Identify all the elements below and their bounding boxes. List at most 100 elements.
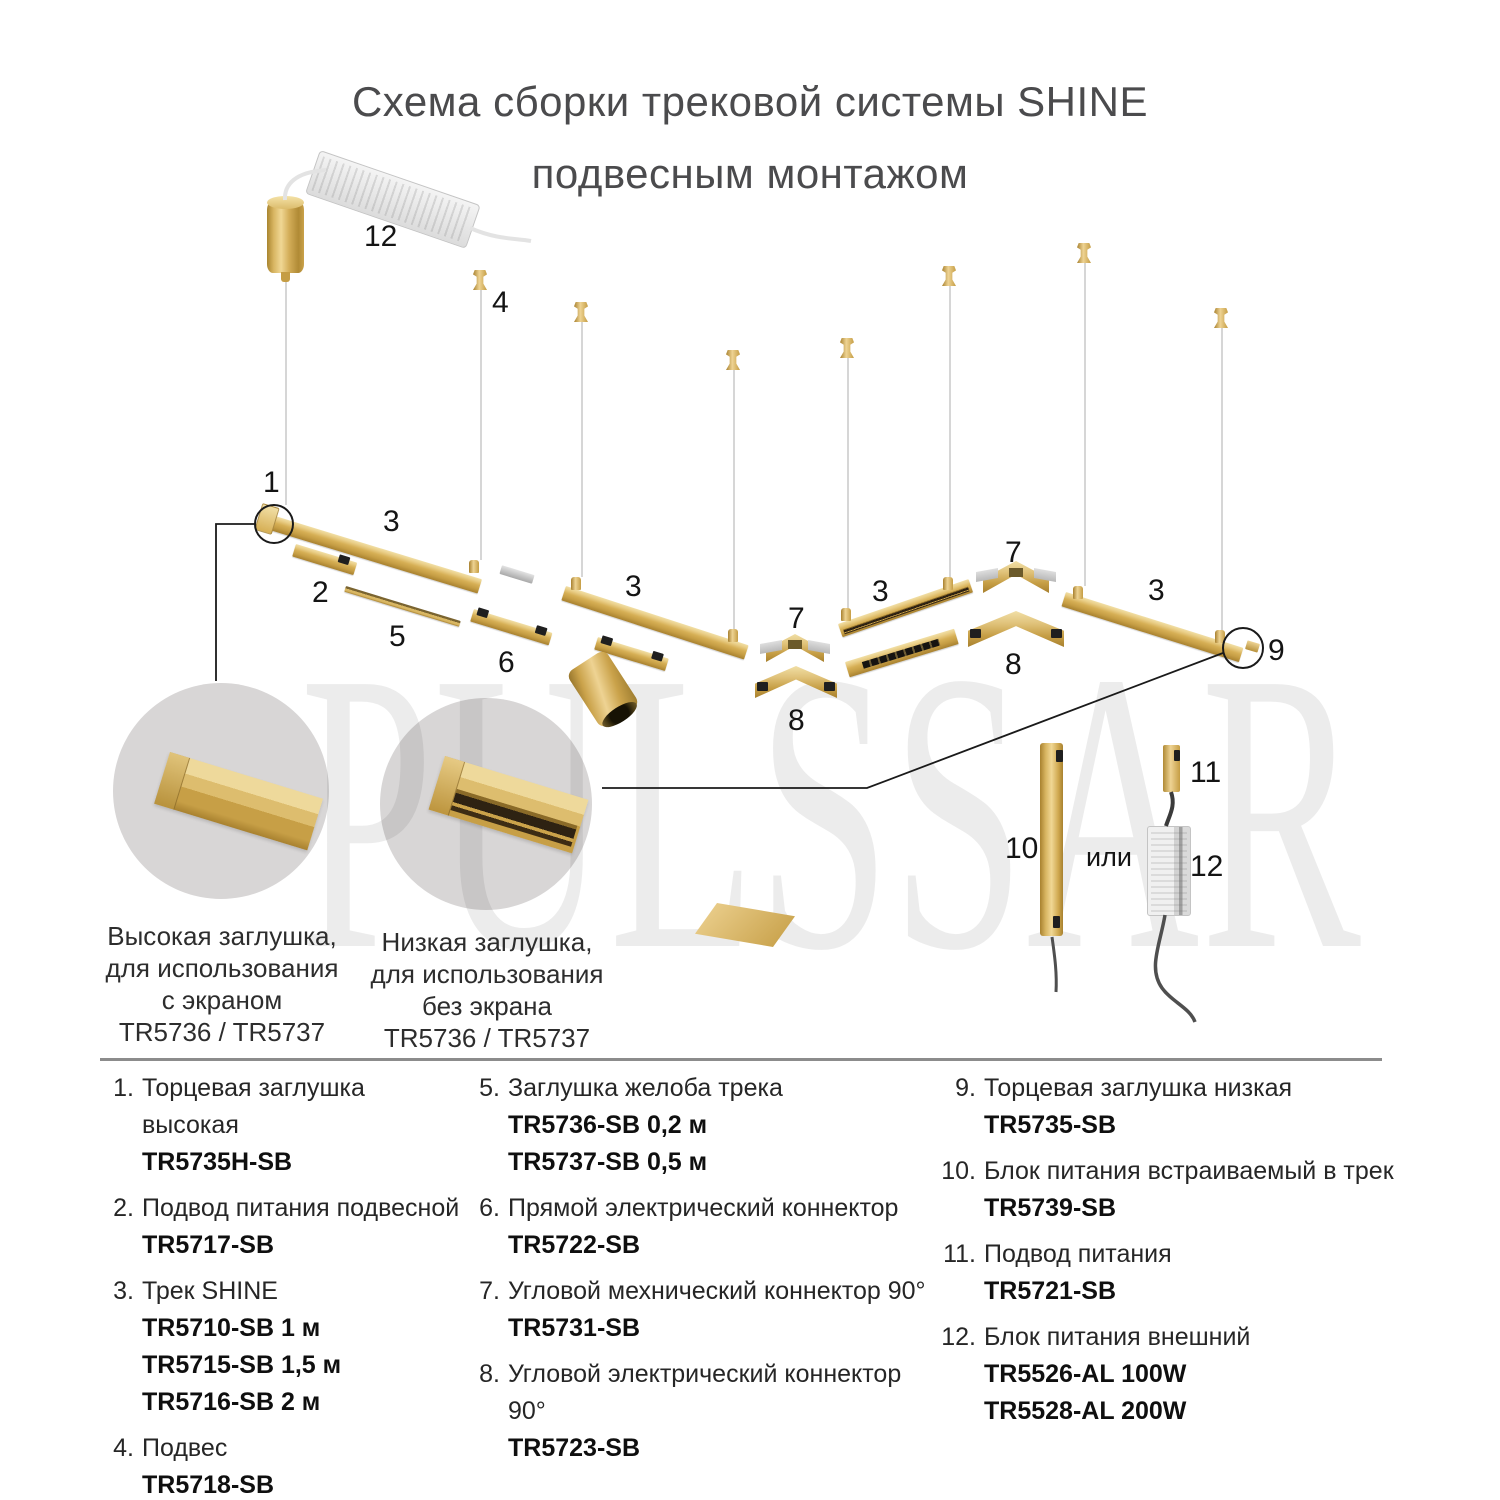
end-cap-low	[1244, 640, 1261, 653]
item-number: 8.	[479, 1360, 500, 1388]
parts-list-column-1: 1.Торцевая заглушка высокая TR5735H-SB 2…	[100, 1070, 460, 1500]
leader-line-low-cap	[602, 652, 1224, 789]
corner-mech-connector	[976, 561, 1056, 593]
item-number: 11.	[943, 1240, 976, 1268]
item-code: TR5717-SB	[142, 1231, 274, 1259]
psu-wire	[469, 226, 532, 243]
item-code: TR5735-SB	[984, 1111, 1116, 1139]
label-4: 4	[492, 286, 509, 319]
track-attach-nub	[841, 608, 851, 621]
item-code: TR5718-SB	[142, 1471, 274, 1499]
suspension-grip	[473, 270, 487, 290]
label-12: 12	[1190, 850, 1224, 883]
canopy-cylinder-top	[267, 196, 304, 209]
caption-low-cap: Низкая заглушка, для использования без э…	[357, 926, 617, 1054]
suspension-cable	[285, 281, 287, 505]
item-code: TR5736-SB 0,2 м	[508, 1111, 708, 1139]
item-code: TR5737-SB 0,5 м	[508, 1148, 708, 1176]
list-item: 9. Торцевая заглушка низкая TR5735-SB	[928, 1070, 1398, 1144]
straight-mech-connector	[499, 565, 535, 584]
label-10: 10	[1005, 832, 1039, 865]
list-item: 8.Угловой электрический коннектор 90° TR…	[466, 1356, 926, 1467]
suspension-grip	[1214, 308, 1228, 328]
list-divider	[100, 1058, 1382, 1061]
label-3: 3	[383, 505, 400, 538]
item-number: 1.	[113, 1074, 134, 1102]
psu-cable	[1164, 791, 1175, 827]
psu-external-bottom	[1147, 826, 1191, 916]
label-3: 3	[872, 575, 889, 608]
item-name: Подвод питания подвесной	[142, 1194, 460, 1222]
track-bar-a	[257, 512, 482, 594]
item-code: TR5731-SB	[508, 1314, 640, 1342]
canopy-cylinder-nub	[281, 272, 290, 282]
track-attach-nub	[1073, 586, 1083, 599]
list-item: 4. Подвес TR5718-SB	[100, 1430, 460, 1500]
list-item: 6. Прямой электрический коннектор TR5722-…	[466, 1190, 926, 1264]
label-8: 8	[788, 704, 805, 737]
caption-line: Высокая заглушка,	[107, 921, 337, 951]
corner-mech-connector	[760, 634, 830, 662]
item-number: 9.	[955, 1074, 976, 1102]
item-name: Угловой электрический коннектор 90°	[508, 1360, 902, 1425]
suspension-cable	[1221, 327, 1223, 630]
item-code: TR5715-SB 1,5 м	[142, 1351, 342, 1379]
item-name: Торцевая заглушка высокая	[142, 1074, 365, 1139]
item-name: Торцевая заглушка низкая	[984, 1074, 1293, 1102]
spotlight-body	[565, 648, 641, 732]
item-name: Заглушка желоба трека	[508, 1074, 783, 1102]
item-code: TR5722-SB	[508, 1231, 640, 1259]
caption-line: для использования	[105, 953, 339, 983]
label-2: 2	[312, 576, 329, 609]
label-11: 11	[1190, 756, 1222, 789]
label-3: 3	[625, 570, 642, 603]
label-9: 9	[1268, 634, 1285, 667]
page-title-line2: подвесным монтажом	[531, 150, 969, 197]
psu-cable	[1050, 936, 1058, 993]
list-item: 1.Торцевая заглушка высокая TR5735H-SB	[100, 1070, 460, 1181]
item-name: Подвод питания	[984, 1240, 1172, 1268]
suspension-grip	[942, 266, 956, 286]
canopy-plate	[695, 903, 795, 947]
item-number: 4.	[113, 1434, 134, 1462]
caption-line: Низкая заглушка,	[381, 927, 593, 957]
item-code: TR5716-SB 2 м	[142, 1388, 321, 1416]
item-code: TR5739-SB	[984, 1194, 1116, 1222]
item-name: Блок питания внешний	[984, 1323, 1251, 1351]
track-attach-nub	[943, 577, 953, 590]
linear-light	[845, 628, 959, 678]
label-7: 7	[1005, 536, 1022, 569]
corner-electrical-connector	[755, 666, 837, 698]
page-title-line1: Схема сборки трековой системы SHINE	[351, 78, 1149, 125]
item-number: 12.	[941, 1323, 976, 1351]
list-item: 5.Заглушка желоба трека TR5736-SB 0,2 м …	[466, 1070, 926, 1181]
track-attach-nub	[728, 629, 738, 642]
item-number: 3.	[113, 1277, 134, 1305]
item-number: 6.	[479, 1194, 500, 1222]
parts-list-column-2: 5.Заглушка желоба трека TR5736-SB 0,2 м …	[466, 1070, 926, 1476]
suspension-grip	[840, 338, 854, 358]
suspension-cable	[733, 369, 735, 629]
caption-line: TR5736 / TR5737	[118, 1017, 326, 1047]
caption-high-cap: Высокая заглушка, для использования с эк…	[92, 920, 352, 1048]
suspension-cable	[581, 321, 583, 577]
item-number: 2.	[113, 1194, 134, 1222]
parts-list-column-3: 9.Торцевая заглушка низкая TR5735-SB 10.…	[928, 1070, 1398, 1439]
caption-line: с экраном	[161, 985, 283, 1015]
item-name: Прямой электрический коннектор	[508, 1194, 899, 1222]
suspension-cable	[1084, 262, 1086, 586]
item-name: Трек SHINE	[142, 1277, 278, 1305]
track-attach-nub	[469, 560, 479, 573]
psu-track-insert	[1040, 743, 1063, 936]
list-item: 11.Подвод питания TR5721-SB	[928, 1236, 1398, 1310]
item-name: Подвес	[142, 1434, 228, 1462]
label-8: 8	[1005, 648, 1022, 681]
item-code: TR5710-SB 1 м	[142, 1314, 321, 1342]
suspension-grip	[574, 302, 588, 322]
label-6: 6	[498, 646, 515, 679]
item-code: TR5528-AL 200W	[984, 1397, 1187, 1425]
suspension-cable	[847, 357, 849, 608]
list-item: 12.Блок питания внешний TR5526-AL 100W T…	[928, 1319, 1398, 1430]
track-bar-b	[561, 586, 749, 660]
